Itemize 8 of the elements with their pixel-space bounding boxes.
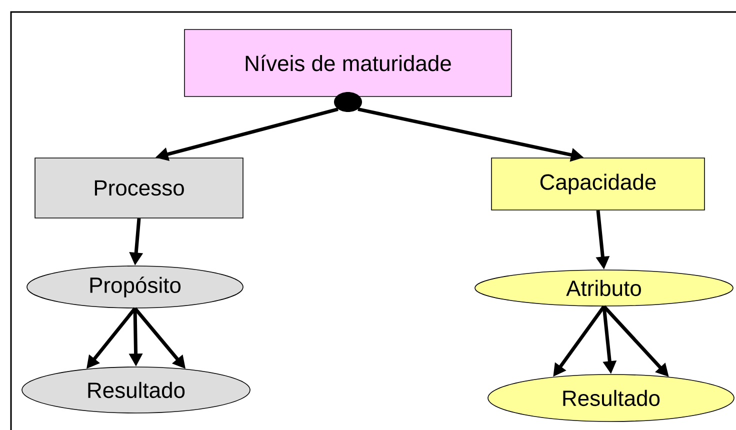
ellipse-node: Resultado [488, 374, 734, 422]
process-box: Processo [34, 158, 244, 218]
ellipse-node: Atributo [474, 270, 734, 306]
ellipse-node: Resultado [22, 366, 250, 414]
junction-dot [334, 92, 362, 112]
ellipse-node: Propósito [26, 266, 244, 308]
process-box: Capacidade [491, 158, 705, 210]
process-box: Níveis de maturidade [184, 29, 512, 97]
